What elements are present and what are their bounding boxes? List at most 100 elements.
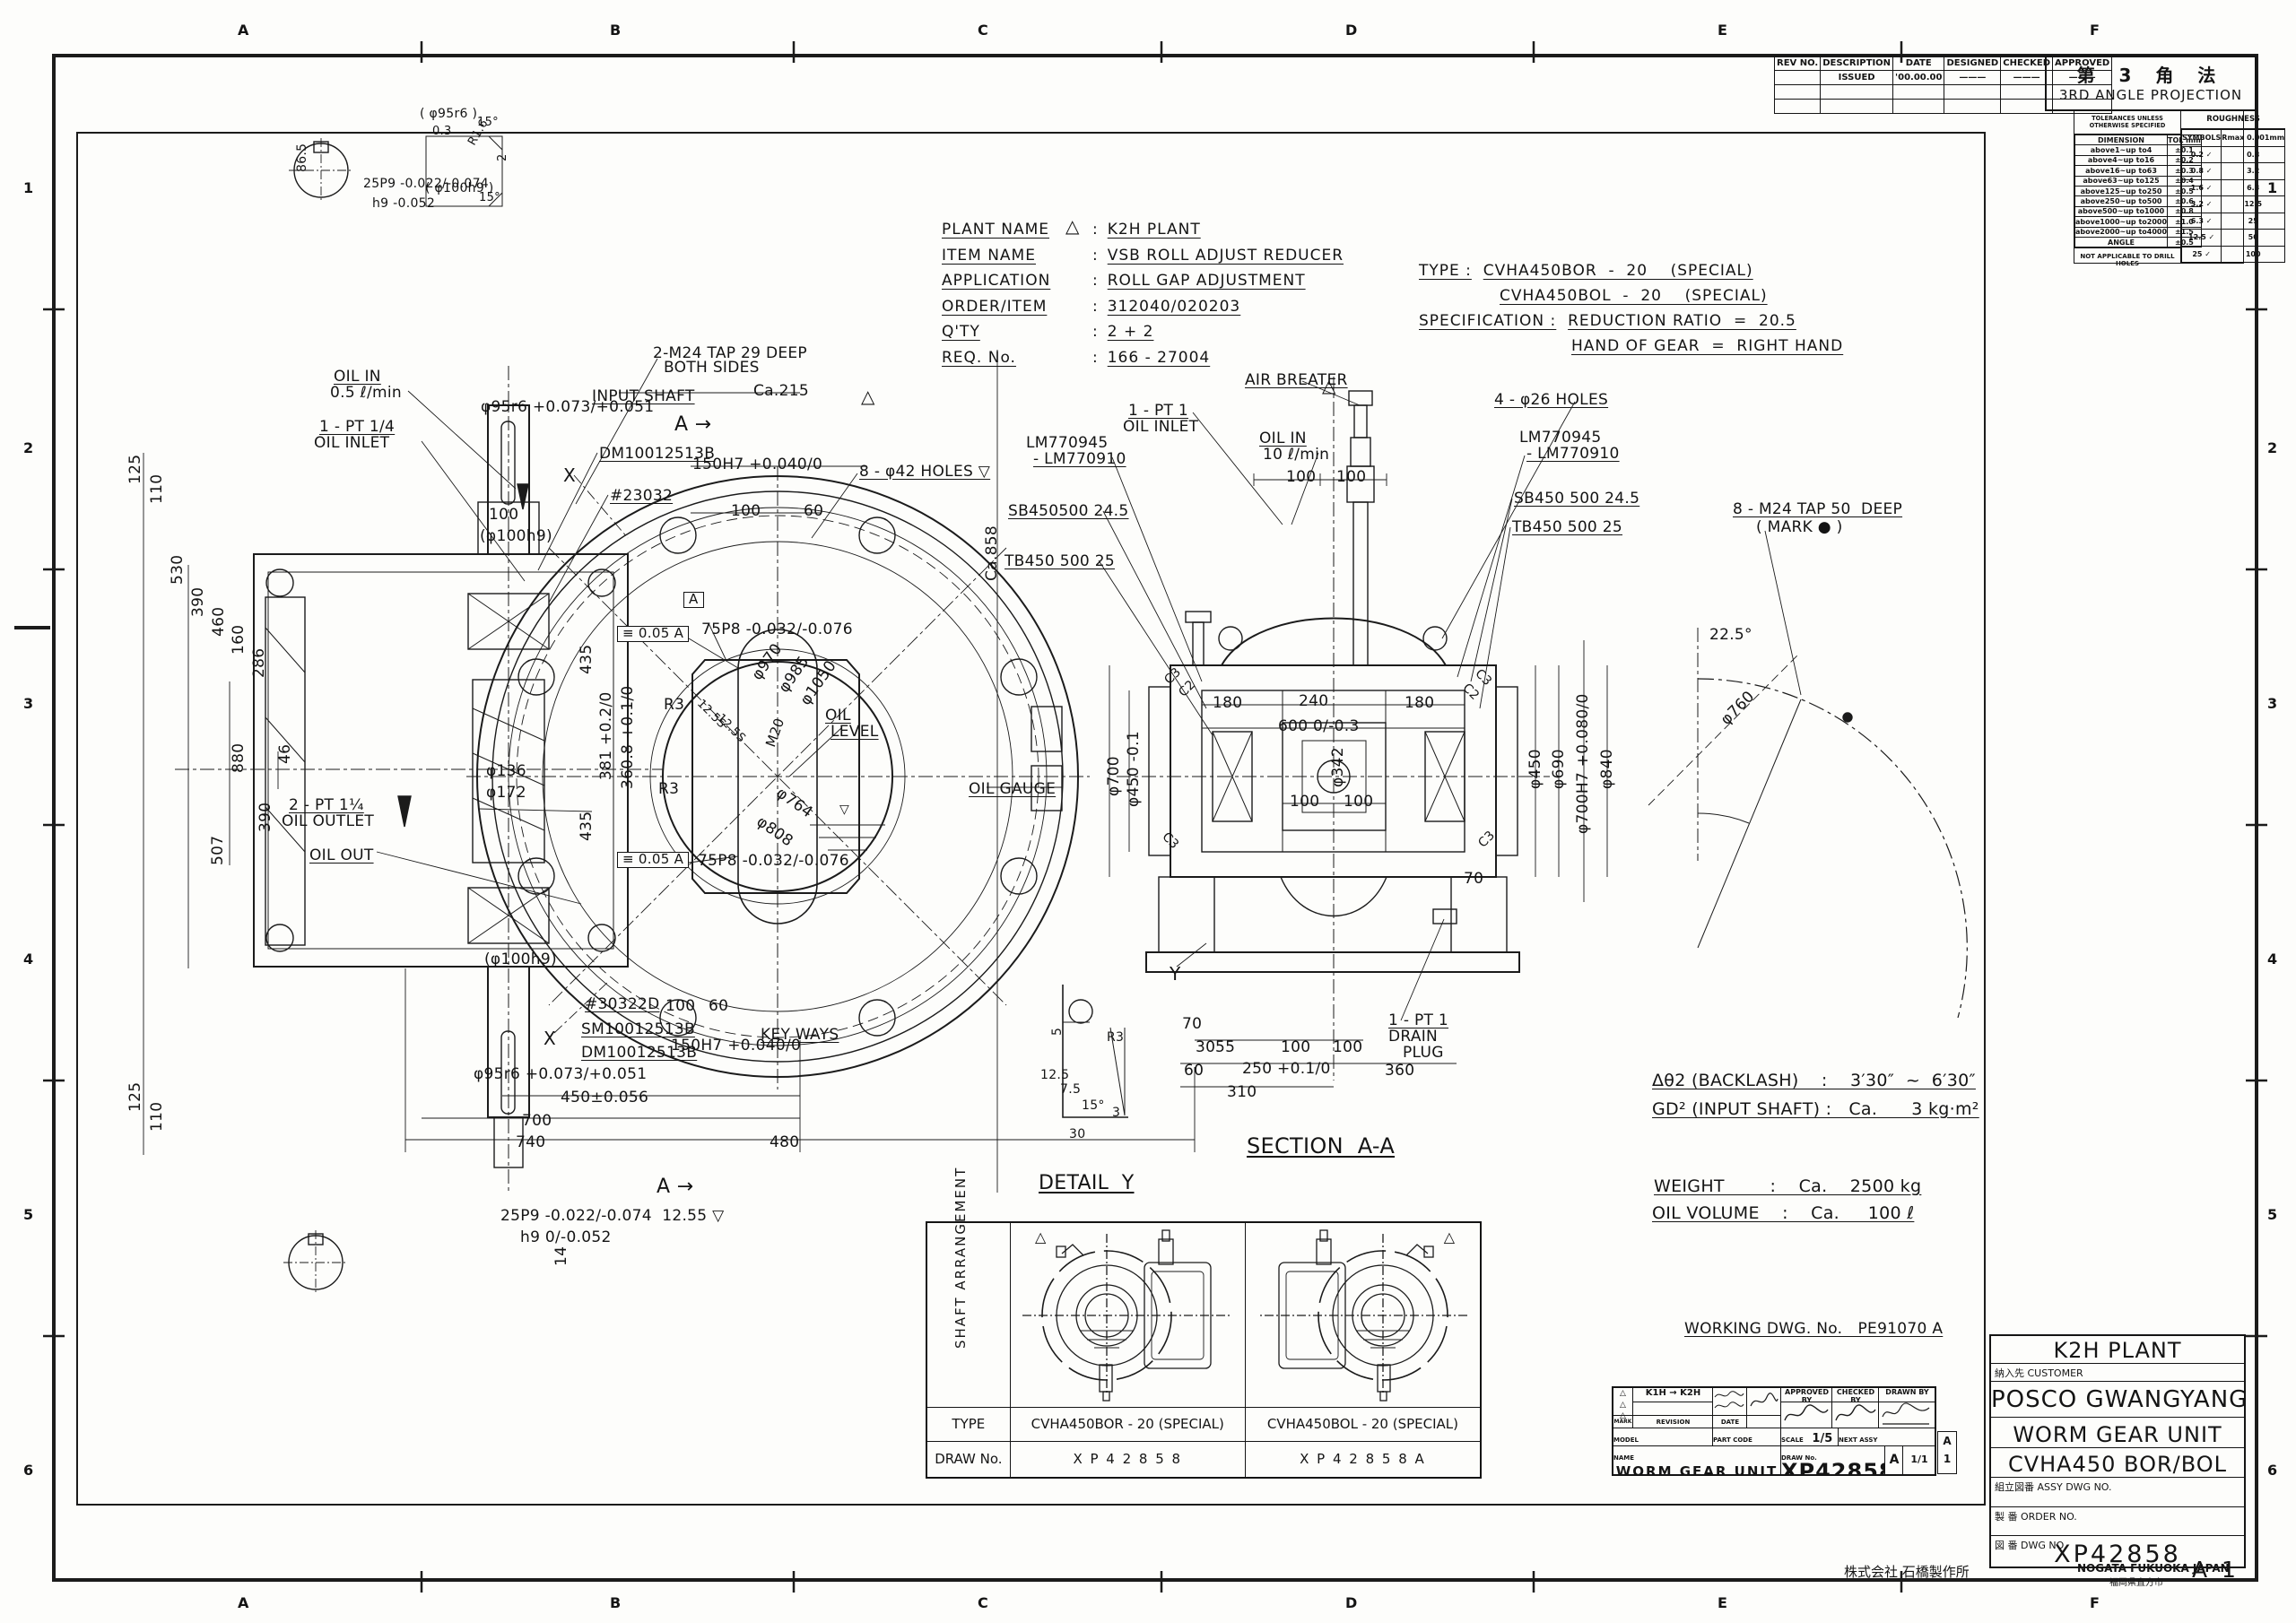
annotation-label: 46 (276, 743, 294, 764)
right-view (1098, 377, 1608, 1088)
annotation-label: 100 (1336, 468, 1367, 486)
assy-dwg-label: 組立図番 ASSY DWG NO. (1995, 1481, 2112, 1493)
roughness-symbol-icon: 1.6 ✓ (2180, 178, 2222, 196)
sheet-count: 1/1 (1902, 1445, 1935, 1475)
company-location-jp: 福岡県直方市 (2109, 1578, 2163, 1588)
spec-value: HAND OF GEAR = RIGHT HAND (1571, 337, 1844, 355)
annotation-label: h9 0/-0.052 (520, 1228, 612, 1246)
rev-cell: '00.00.00 (1892, 70, 1945, 85)
rev-header: DESIGNED (1944, 56, 2002, 71)
annotation-label: 740 (516, 1133, 546, 1151)
annotation-label: 450±0.056 (561, 1089, 649, 1107)
annotation-label: 600 0/-0.3 (1278, 717, 1360, 735)
roughness-rmax-value: 12.5 (2221, 195, 2286, 213)
roughness-rmax-value: 3.2 (2221, 162, 2286, 180)
annotation-label: SB450500 24.5 (1008, 502, 1129, 520)
annotation-label: SM10012513B (581, 1020, 695, 1038)
annotation-label: 507 (209, 835, 227, 865)
annotation-label: φ840 (1598, 749, 1616, 789)
annotation-label: 22.5° (1709, 626, 1752, 644)
approved-by-header: APPROVED BY (1780, 1388, 1832, 1402)
rev-header: DATE (1892, 56, 1945, 71)
annotation-label: A → (657, 1176, 694, 1198)
scale-cell: SCALE 1/5 (1780, 1428, 1839, 1446)
grid-number-right: 3 (2267, 695, 2278, 712)
grid-number-right: 5 (2267, 1206, 2278, 1223)
annotation-label: 14 (552, 1245, 570, 1266)
border-ticks (14, 41, 2267, 1593)
company-location-en: NOGATA FUKUOKA JAPAN (2077, 1562, 2230, 1575)
annotation-label: 55 (1215, 1038, 1236, 1056)
annotation-label: Δθ2 (BACKLASH) : 3′30″ ~ 6′30″ (1652, 1071, 1976, 1090)
annotation-label: - LM770910 (1033, 450, 1126, 468)
annotation-label: φ450 -0.1 (1125, 731, 1143, 807)
draw-no-label: DRAW No. (1781, 1454, 1817, 1462)
annotation-label: 240 (1299, 692, 1329, 710)
customer-name: POSCO GWANGYANG (1991, 1386, 2248, 1413)
annotation-label: INPUT SHAFT (592, 387, 695, 405)
annotation-label: 2 (496, 153, 509, 161)
annotation-label: GD² (INPUT SHAFT) : Ca. 3 kg·m² (1652, 1099, 1979, 1119)
arrangement-draw-bor: X P 4 2 8 5 8 (1009, 1441, 1245, 1477)
annotation-label: LM770945 (1519, 429, 1602, 447)
roughness-symbol-icon: 6.3 ✓ (2180, 212, 2222, 230)
arrangement-type-bor: CVHA450BOR - 20 (SPECIAL) (1009, 1407, 1245, 1441)
annotation-label: AIR BREATER (1245, 371, 1348, 389)
annotation-label: R3 (658, 780, 680, 798)
draw-suffix: A (1884, 1445, 1903, 1475)
projection-jp: 第 3 角 法 (2076, 65, 2225, 86)
annotation-label: 86.5 (295, 143, 309, 172)
annotation-label: 100 (731, 502, 761, 520)
annotation-label: 381 +0.2/0 (597, 691, 615, 780)
rev-cell: ——— (1944, 70, 2002, 85)
type-value: CVHA450BOL - 20 (SPECIAL) (1500, 287, 1768, 305)
annotation-label: - LM770910 (1526, 445, 1620, 463)
annotation-label: ( φ95r6 ) (420, 107, 478, 121)
mark-label: MARK (1613, 1415, 1632, 1428)
annotation-label: φ95r6 +0.073/+0.051 (474, 1065, 648, 1083)
approved-signature (1780, 1402, 1832, 1428)
annotation-label: R3 (1107, 1030, 1125, 1045)
arrangement-draw-label: DRAW No. (935, 1451, 1003, 1467)
roughness-rmax-header: Rmax 0.001mm (2221, 129, 2286, 147)
annotation-label: 435 (578, 644, 596, 674)
grid-number-right: 4 (2267, 950, 2278, 968)
annotation-label: PLUG (1403, 1044, 1444, 1062)
annotation-label: 8 - φ42 HOLES ▽ (859, 463, 991, 481)
annotation-label: A (683, 592, 704, 608)
grid-letter-bottom: F (2090, 1594, 2100, 1611)
tolerance-block: TOLERANCES UNLESS OTHERWISE SPECIFIED DI… (2074, 109, 2286, 267)
annotation-label: Ca.215 (753, 382, 809, 400)
annotation-label: 435 (578, 811, 596, 841)
annotation-label: △ (1322, 375, 1336, 396)
revision-sign-cell (1746, 1388, 1781, 1415)
tolerance-cell: above16~up to63 (2074, 165, 2169, 177)
spec-value: REDUCTION RATIO = 20.5 (1568, 312, 1796, 330)
roughness-rmax-value: 0.8 (2221, 145, 2286, 163)
annotation-label: φ690 (1550, 749, 1568, 789)
annotation-label: 700 (522, 1112, 552, 1130)
annotation-label: 7.5 (1060, 1082, 1082, 1097)
rev-header: DESCRIPTION (1820, 56, 1894, 71)
info-value: K2H PLANT (1107, 221, 1201, 239)
annotation-label: 1 - PT 1 (1128, 402, 1189, 420)
annotation-label: 125 (126, 454, 144, 484)
customer-label: 納入先 CUSTOMER (1995, 1367, 2083, 1379)
annotation-label: SB450 500 24.5 (1514, 490, 1640, 508)
tolerance-title: TOLERANCES UNLESS OTHERWISE SPECIFIED (2074, 110, 2180, 135)
grid-letter-bottom: E (1718, 1594, 1727, 1611)
tolerance-cell: above500~up to1000 (2074, 205, 2169, 218)
rev-cell (1773, 70, 1822, 85)
annotation-label: 110 (148, 473, 166, 504)
center-view (466, 466, 1090, 1089)
grid-number-left: 5 (23, 1206, 34, 1223)
annotation-label: ( MARK ● ) (1756, 518, 1843, 536)
tolerance-cell: above2000~up to4000 (2074, 226, 2169, 238)
grid-letter-bottom: D (1345, 1594, 1358, 1611)
name-label: NAME (1613, 1454, 1635, 1462)
outer-border (52, 54, 2258, 1582)
annotation-label: DRAIN (1388, 1028, 1439, 1046)
annotation-label: ▽ (839, 803, 850, 817)
annotation-label: φ136 (486, 762, 526, 780)
